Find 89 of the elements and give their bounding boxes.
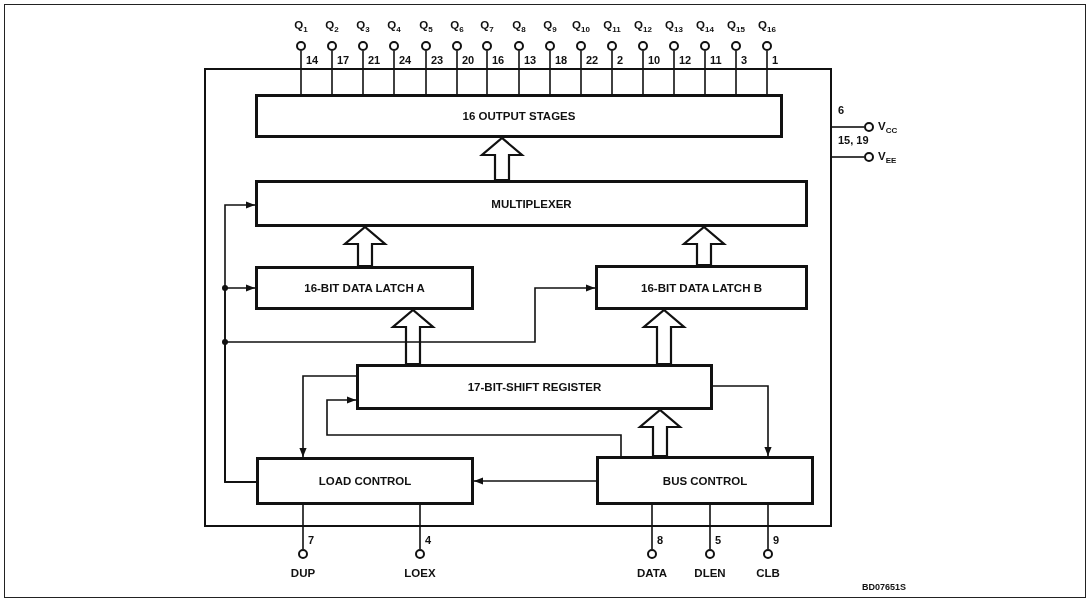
arrow <box>299 375 357 458</box>
output-stage-block: 16 OUTPUT STAGES <box>255 94 783 138</box>
pin-number: 18 <box>555 55 568 66</box>
pin-label: DATA <box>635 568 669 580</box>
connection-line <box>766 50 768 95</box>
connection-line <box>331 50 333 95</box>
pin-number: 11 <box>710 55 722 66</box>
pin-label: V$_{EE}$ <box>878 151 897 166</box>
connection-line <box>673 50 675 95</box>
data-latch-block: 16-BIT DATA LATCH A <box>255 266 474 310</box>
pin-label: DUP <box>289 568 317 580</box>
pin-number: 15, 19 <box>838 135 869 146</box>
pin-number: 14 <box>306 55 319 66</box>
data-latch-block: 16-BIT DATA LATCH B <box>595 265 808 310</box>
control-block: LOAD CONTROL <box>256 457 474 505</box>
connection-line <box>831 126 865 128</box>
arrow <box>473 477 597 485</box>
connection-line <box>580 50 582 95</box>
connection-line <box>709 504 711 550</box>
connection-line <box>831 156 865 158</box>
pin-number: 16 <box>492 55 505 66</box>
pin-number: 20 <box>462 55 475 66</box>
shift-register-block: 17-BIT-SHIFT REGISTER <box>356 364 713 410</box>
connection-line <box>651 504 653 550</box>
pin-label: Q$_{5}$ <box>418 20 434 35</box>
control-block: BUS CONTROL <box>596 456 814 505</box>
pin-number: 2 <box>617 55 624 66</box>
drawing-number: BD07651S <box>862 583 907 592</box>
connection-line <box>456 50 458 95</box>
connection-line <box>704 50 706 95</box>
connection-line <box>486 50 488 95</box>
arrow <box>712 385 772 457</box>
bus-arrow <box>641 308 687 366</box>
pin-label: Q$_{14}$ <box>695 20 715 35</box>
connection-line <box>767 504 769 550</box>
connection-line <box>362 50 364 95</box>
pin-number: 1 <box>772 55 779 66</box>
pin-label: Q$_{2}$ <box>324 20 340 35</box>
pin-label: Q$_{15}$ <box>726 20 746 35</box>
connection-line <box>300 50 302 95</box>
pin-number: 4 <box>425 535 432 546</box>
chip-outline <box>204 68 832 527</box>
arrow <box>224 284 596 483</box>
pin-number: 17 <box>337 55 350 66</box>
bus-arrow <box>681 225 727 267</box>
arrow <box>326 396 622 457</box>
pin-label: Q$_{3}$ <box>355 20 371 35</box>
pin-label: Q$_{8}$ <box>511 20 527 35</box>
connection-line <box>735 50 737 95</box>
pin-number: 10 <box>648 55 661 66</box>
pin-number: 9 <box>773 535 780 546</box>
pin-number: 6 <box>838 105 845 116</box>
pin-label: Q$_{9}$ <box>542 20 558 35</box>
pin-label: DLEN <box>693 568 727 580</box>
pin-label: CLB <box>755 568 781 580</box>
pin-label: Q$_{11}$ <box>602 20 622 35</box>
pin-label: Q$_{16}$ <box>757 20 777 35</box>
pin-label: Q$_{4}$ <box>386 20 402 35</box>
pin-label: Q$_{13}$ <box>664 20 684 35</box>
pin-label: Q$_{6}$ <box>449 20 465 35</box>
pin-number: 24 <box>399 55 412 66</box>
pin-number: 22 <box>586 55 599 66</box>
pin-number: 3 <box>741 55 748 66</box>
connection-line <box>611 50 613 95</box>
pin-number: 21 <box>368 55 381 66</box>
bus-arrow <box>637 408 683 458</box>
connection-line <box>518 50 520 95</box>
connection-line <box>302 504 304 550</box>
bus-arrow <box>390 308 436 366</box>
bus-arrow <box>342 225 388 268</box>
pin-label: V$_{CC}$ <box>878 121 898 136</box>
pin-number: 23 <box>431 55 444 66</box>
pin-label: Q$_{10}$ <box>571 20 591 35</box>
connection-line <box>393 50 395 95</box>
pin-label: Q$_{1}$ <box>293 20 309 35</box>
connection-line <box>642 50 644 95</box>
pin-label: Q$_{7}$ <box>479 20 495 35</box>
pin-number: 13 <box>524 55 537 66</box>
pin-label: LOEX <box>403 568 437 580</box>
connection-line <box>549 50 551 95</box>
connection-line <box>419 504 421 550</box>
pin-number: 12 <box>679 55 692 66</box>
multiplexer-block: MULTIPLEXER <box>255 180 808 227</box>
pin-number: 8 <box>657 535 664 546</box>
pin-label: Q$_{12}$ <box>633 20 653 35</box>
pin-number: 5 <box>715 535 722 546</box>
bus-arrow <box>479 136 525 182</box>
pin-number: 7 <box>308 535 315 546</box>
connection-line <box>425 50 427 95</box>
